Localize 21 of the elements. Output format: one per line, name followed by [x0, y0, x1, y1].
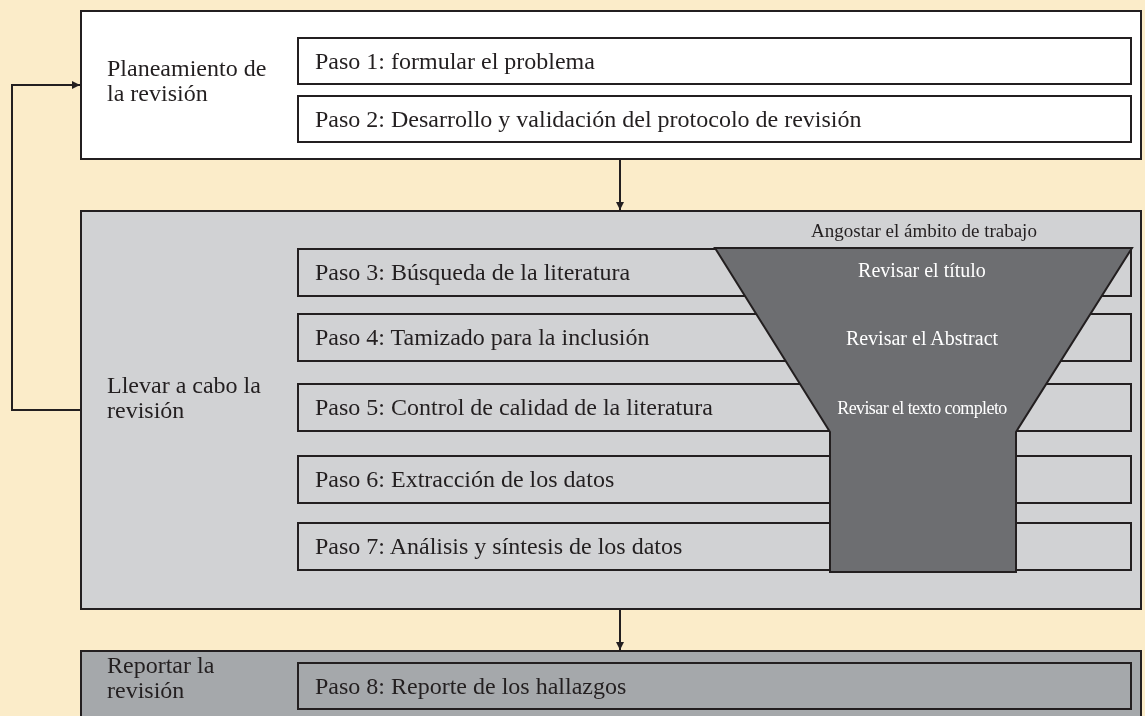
phase-box — [80, 10, 1142, 160]
step-box: Paso 3: Búsqueda de la literatura — [297, 248, 714, 297]
phase-label: Planeamiento de la revisión — [107, 55, 268, 106]
funnel-stage-label: Revisar el título — [857, 259, 987, 282]
arrow — [11, 81, 81, 411]
phase-box — [80, 210, 1142, 610]
phase-box — [80, 650, 1142, 716]
step-box: Paso 1: formular el problema — [297, 37, 1132, 85]
arrow — [616, 159, 624, 211]
funnel-heading: Angostar el ámbito de trabajo — [810, 220, 1038, 242]
funnel-stage-label: Revisar el Abstract — [844, 327, 1000, 350]
phase-label: Llevar a cabo la revisión — [107, 372, 262, 424]
step-box: Paso 8: Reporte de los hallazgos — [297, 662, 1132, 710]
phase-label: Reportar la revisión — [107, 652, 216, 704]
step-box: Paso 4: Tamizado para la inclusión — [297, 313, 714, 362]
step-box: Paso 2: Desarrollo y validación del protocolo de revisión — [297, 95, 1132, 143]
step-box: Paso 7: Análisis y síntesis de los datos — [297, 522, 714, 571]
step-box: Paso 6: Extracción de los datos — [297, 455, 714, 504]
step-box: Paso 5: Control de calidad de la literatura — [297, 383, 714, 432]
funnel-stage-label: Revisar el texto completo — [836, 398, 1008, 419]
arrow — [616, 609, 624, 651]
